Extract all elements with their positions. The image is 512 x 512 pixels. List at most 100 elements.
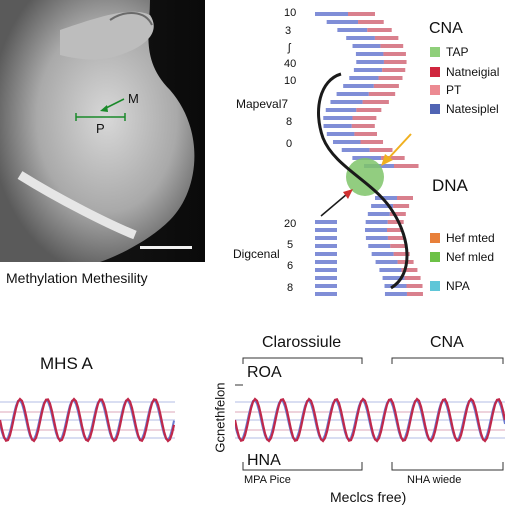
bar-upper-7-red (382, 68, 406, 72)
bar-lower-right-2-red (389, 212, 406, 216)
y-tick-upper-0: 10 (284, 7, 297, 19)
legend-label-natneigial: Natneigial (446, 65, 500, 79)
y-tick-lower-2: 6 (287, 260, 294, 272)
legend-swatch-nef-mled (430, 252, 440, 262)
orange-arrow-head (381, 154, 393, 166)
bar-lower-right-7-blue (371, 252, 394, 256)
left-label-lower: Digcenal (233, 247, 280, 261)
bar-upper-0-blue (315, 12, 348, 16)
bar-lower-left-4-blue (315, 252, 337, 256)
bar-upper-14-blue (323, 124, 352, 128)
bracket-lines (235, 357, 504, 471)
y-tick-upper-3: 40 (284, 58, 297, 70)
wave-red (0, 397, 175, 443)
pregnancy-photo-graphic (0, 0, 205, 262)
bar-lower-left-6-blue (315, 268, 337, 272)
bar-lower-right-2-blue (367, 212, 390, 216)
legend-swatch-npa (430, 281, 440, 291)
legend-label-pt: PT (446, 83, 462, 97)
marker-p-label: P (96, 121, 105, 136)
bar-lower-right-1-blue (371, 204, 394, 208)
bar-upper-7-blue (353, 68, 383, 72)
legend-label-hef-mted: Hef mted (446, 231, 495, 245)
bar-lower-left-9-blue (315, 292, 337, 296)
bar-upper-16-blue (332, 140, 361, 144)
bar-upper-18-blue (352, 156, 382, 160)
wave-red (235, 397, 505, 443)
orange-arrow-line (386, 133, 412, 161)
bar-lower-left-2-blue (315, 236, 337, 240)
bar-lower-right-1-red (393, 204, 410, 208)
axis-title-bottom: Meclcs free) (330, 489, 407, 505)
bar-upper-10-blue (336, 92, 369, 96)
bar-lower-right-9-blue (379, 268, 402, 272)
legend-label-natesiplel: Natesiplel (446, 102, 499, 116)
bar-upper-3-blue (346, 36, 375, 40)
bar-upper-14-red (351, 124, 375, 128)
sub-left-label: MPA Pice (244, 474, 291, 486)
label-roa: ROA (247, 364, 282, 381)
legend-label-tap: TAP (446, 45, 469, 59)
bar-upper-11-red (362, 100, 389, 104)
bar-upper-15-blue (326, 132, 355, 136)
bar-upper-1-blue (326, 20, 359, 24)
bar-upper-8-red (378, 76, 403, 80)
bar-lower-left-3-blue (315, 244, 337, 248)
bar-lower-right-10-red (404, 276, 421, 280)
bar-lower-right-6-red (390, 244, 407, 248)
legend-swatch-hef-mted (430, 233, 440, 243)
y-tick-upper-5: 8 (286, 116, 293, 128)
bar-upper-5-blue (355, 52, 384, 56)
bar-upper-6-blue (356, 60, 384, 64)
y-tick-lower-0: 20 (284, 218, 297, 230)
y-tick-upper-1: 3 (285, 25, 292, 37)
bar-upper-13-red (352, 116, 377, 120)
legend-swatch-tap (430, 47, 440, 57)
bar-lower-right-3-blue (365, 220, 388, 224)
left-label-upper: Mapeval7 (236, 97, 289, 111)
wave-left-graphic (0, 397, 175, 443)
bar-upper-2-red (367, 28, 392, 32)
photo-caption: Methylation Methesility (6, 270, 148, 286)
bar-lower-right-0-blue (375, 196, 397, 200)
bar-lower-right-5-red (387, 236, 404, 240)
sub-right-label: NHA wiede (407, 474, 462, 486)
y-tick-lower-3: 8 (287, 282, 294, 294)
bar-upper-9-blue (343, 84, 374, 88)
pregnancy-photo: M P (0, 0, 205, 262)
bar-lower-right-0-red (397, 196, 413, 200)
y-tick-upper-4: 10 (284, 75, 297, 87)
bar-lower-right-4-blue (365, 228, 388, 232)
label-hna: HNA (247, 452, 281, 469)
header-left-label: Clarossiule (262, 334, 342, 351)
bar-upper-12-red (356, 108, 382, 112)
bar-lower-right-5-blue (365, 236, 388, 240)
header-right-label: CNA (430, 334, 464, 351)
bar-lower-right-12-blue (384, 292, 407, 296)
dna-helix-graphic (315, 12, 423, 296)
bar-lower-right-9-red (401, 268, 418, 272)
bar-upper-8-blue (349, 76, 379, 80)
vertical-axis-label: Gcnethfelon (212, 382, 228, 453)
wave-right-graphic (235, 397, 505, 443)
red-arrow-line (320, 193, 348, 217)
bar-upper-16-red (360, 140, 384, 144)
bar-lower-right-10-blue (382, 276, 405, 280)
bar-lower-right-7-red (393, 252, 410, 256)
bar-lower-left-1-blue (315, 228, 337, 232)
bar-upper-1-red (358, 20, 384, 24)
bar-lower-right-4-red (387, 228, 404, 232)
y-tick-upper-2: ʃ (288, 42, 291, 54)
red-arrow-head (343, 189, 353, 199)
bar-lower-right-3-red (387, 220, 404, 224)
bar-upper-17-blue (341, 148, 370, 152)
bar-upper-10-red (368, 92, 396, 96)
bar-upper-19-red (394, 164, 419, 168)
bar-upper-4-blue (352, 44, 381, 48)
legend-swatch-natesiplel (430, 104, 440, 114)
bar-lower-left-5-blue (315, 260, 337, 264)
bar-upper-0-red (348, 12, 375, 16)
bar-lower-right-6-blue (368, 244, 391, 248)
bar-lower-left-8-blue (315, 284, 337, 288)
bar-lower-right-8-blue (375, 260, 398, 264)
